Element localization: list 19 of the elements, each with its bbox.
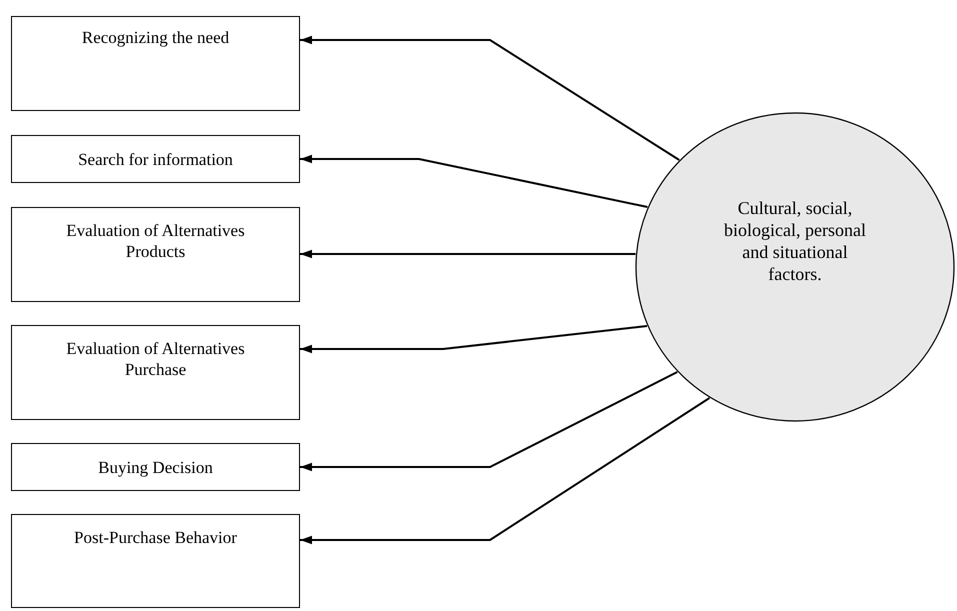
stage-label: Evaluation of Alternatives Purchase (65, 338, 246, 380)
stage-label: Evaluation of Alternatives Products (65, 220, 246, 262)
arrow (300, 36, 680, 161)
stage-box (11, 325, 300, 420)
arrow (300, 250, 636, 258)
stage-label: Search for information (77, 149, 234, 170)
stage-label: Post-Purchase Behavior (73, 527, 238, 548)
stage-box (11, 514, 300, 608)
arrow (300, 325, 648, 354)
stage-box (11, 16, 300, 111)
arrow (300, 371, 678, 472)
arrow (300, 154, 648, 208)
arrow (300, 397, 710, 544)
stage-box (11, 207, 300, 302)
stage-box (11, 135, 300, 183)
stage-box (11, 443, 300, 491)
ellipse-label: Cultural, social, biological, personal and situational factors. (723, 197, 867, 285)
stage-label: Buying Decision (97, 457, 214, 478)
stage-label: Recognizing the need (80, 27, 230, 48)
